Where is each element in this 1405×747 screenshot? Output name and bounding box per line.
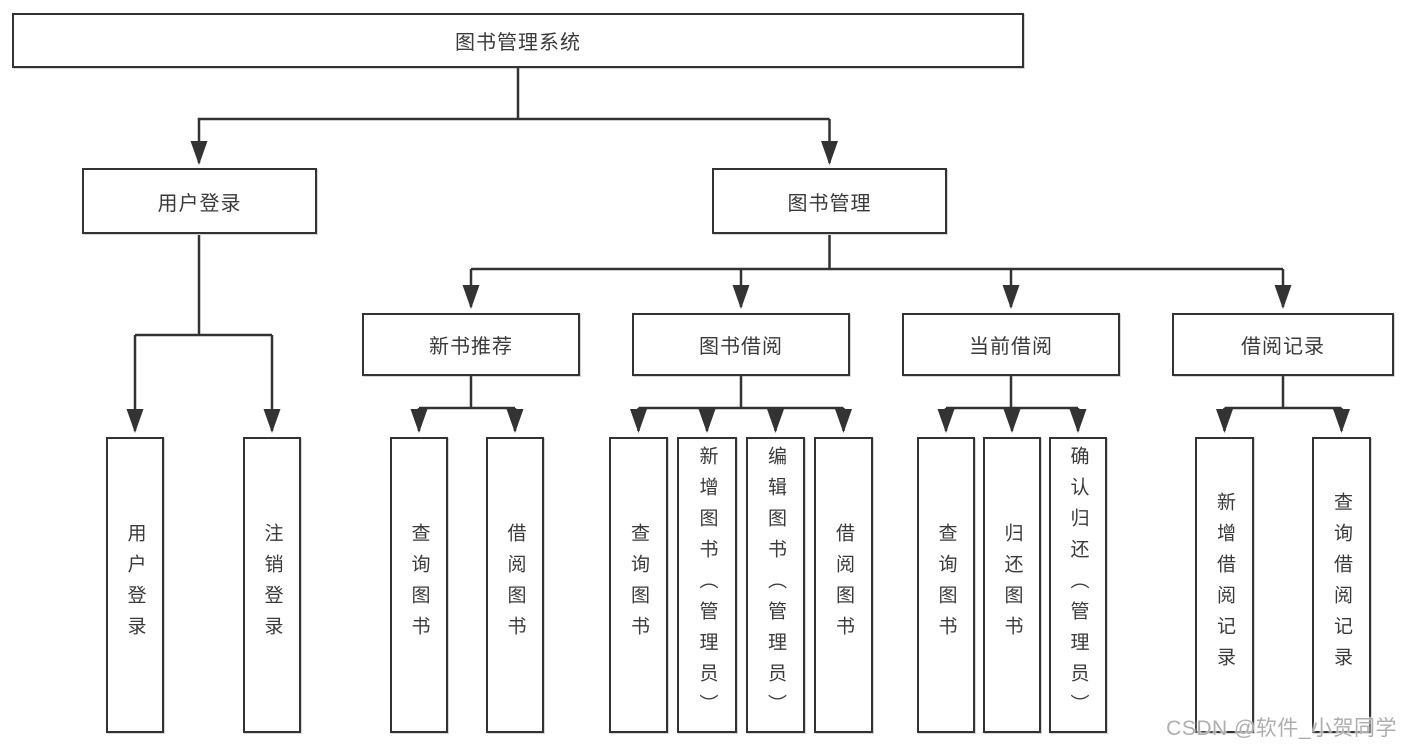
node-query-books-current: 查询图书	[917, 437, 975, 733]
node-borrow-records: 借阅记录	[1172, 313, 1394, 376]
node-logout: 注销登录	[243, 437, 301, 733]
node-book-management: 图书管理	[712, 168, 947, 234]
arrow-lines	[126, 119, 1350, 433]
node-system-root: 图书管理系统	[12, 13, 1024, 68]
node-query-books-borrow: 查询图书	[609, 437, 668, 733]
node-current-borrow: 当前借阅	[902, 313, 1120, 376]
node-user-login: 用户登录	[82, 168, 317, 234]
node-query-books-recommend: 查询图书	[390, 437, 448, 733]
node-confirm-return-admin: 确认归还（管理员）	[1049, 437, 1107, 733]
node-borrow-books-leaf: 借阅图书	[814, 437, 873, 733]
node-add-borrow-record: 新增借阅记录	[1195, 437, 1254, 733]
node-borrow-books-recommend: 借阅图书	[486, 437, 544, 733]
node-return-book: 归还图书	[983, 437, 1041, 733]
node-add-book-admin: 新增图书（管理员）	[677, 437, 737, 733]
node-edit-book-admin: 编辑图书（管理员）	[746, 437, 805, 733]
csdn-watermark: CSDN @软件_小贺同学	[1166, 717, 1397, 740]
node-book-borrow: 图书借阅	[632, 313, 850, 376]
connector-rails	[135, 68, 1342, 410]
node-query-borrow-record: 查询借阅记录	[1312, 437, 1371, 733]
node-new-book-recommend: 新书推荐	[362, 313, 580, 376]
node-user-login-leaf: 用户登录	[106, 437, 164, 733]
